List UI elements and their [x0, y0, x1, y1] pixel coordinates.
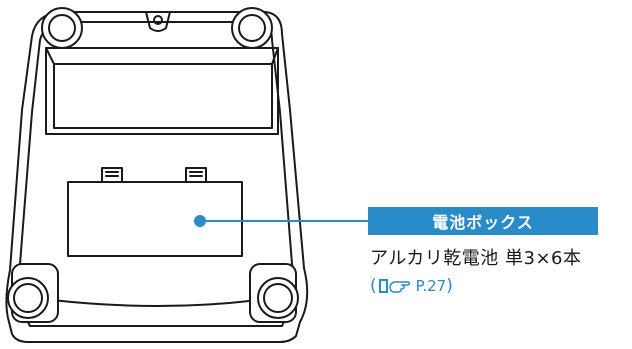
- top-screw-hole: [153, 15, 163, 25]
- page-reference[interactable]: ( P.27 ): [370, 276, 453, 296]
- battery-latch-left: [101, 167, 123, 183]
- label-recess-inner: [53, 63, 273, 129]
- ref-page-number: P.27: [415, 277, 447, 295]
- battery-box-cover: [67, 181, 243, 257]
- rubber-foot-top-left: [41, 7, 83, 49]
- battery-box-label: 電池ボックス: [368, 207, 598, 235]
- pointing-hand-book-icon: [378, 279, 410, 293]
- device-outer-body: [5, 11, 309, 343]
- rubber-foot-bottom-right: [249, 263, 299, 323]
- ref-open-paren: (: [370, 276, 377, 296]
- battery-description: アルカリ乾電池 単3×6本: [370, 248, 582, 269]
- label-recess-outer: [45, 47, 279, 135]
- rubber-foot-top-right: [231, 7, 273, 49]
- callout-marker-dot: [194, 215, 206, 227]
- rubber-foot-bottom-left: [7, 263, 59, 323]
- battery-latch-right: [185, 167, 207, 183]
- top-notch: [145, 11, 171, 32]
- ref-close-paren: ): [446, 276, 453, 296]
